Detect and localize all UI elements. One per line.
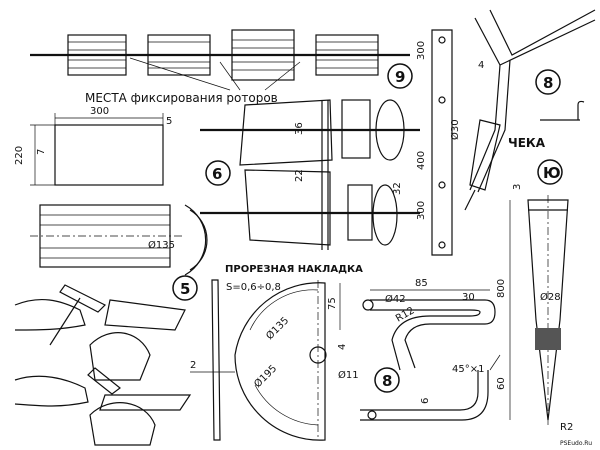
dim-2: 2 <box>190 360 196 371</box>
part-number-8-top-circle <box>535 69 561 95</box>
dim-135-disc: Ø135 <box>264 315 292 343</box>
dim-195: Ø195 <box>252 363 280 391</box>
dim-75: 75 <box>327 297 338 310</box>
dim-6: 6 <box>420 398 431 404</box>
part-number-8-bottom-circle <box>374 367 400 393</box>
thin-plate-side: S=0,6÷0,8 2 <box>190 279 281 441</box>
part-number-10-circle <box>537 159 563 185</box>
dim-11: Ø11 <box>338 369 359 381</box>
shaft-bearing-assembly: 36 22 32 <box>200 99 420 250</box>
rotor-fix-caption: МЕСТА фиксирования роторов <box>85 91 278 105</box>
part-number-9: 9 <box>395 68 405 86</box>
dim-30: 30 <box>462 292 475 303</box>
dim-85: 85 <box>415 278 428 289</box>
dim-800: 800 <box>496 279 507 298</box>
watermark: PSEudo.Ru <box>560 440 592 447</box>
dim-300-vertical: 300 <box>416 41 427 60</box>
blank-sheet-drawing: 300 5 220 7 <box>14 106 172 186</box>
dim-4: 4 <box>478 60 484 71</box>
part-number-8-bottom: 8 <box>382 372 392 390</box>
rotor-half-view: Ø135 <box>30 204 208 276</box>
dim-36: 36 <box>294 122 305 135</box>
part-number-6-circle <box>205 160 231 186</box>
dim-300-top: 300 <box>90 106 109 117</box>
part-number-9-circle <box>387 63 413 89</box>
dim-400: 400 <box>416 151 427 170</box>
dim-300-vertical-2: 300 <box>416 201 427 220</box>
dim-32: 32 <box>392 182 403 195</box>
dim-3: 3 <box>512 184 523 190</box>
cut-plate-caption: ПРОРЕЗНАЯ НАКЛАДКА <box>225 264 363 275</box>
ground-stake-part10: 3 800 Ø28 60 R2 <box>496 184 573 433</box>
hammering-illustration <box>14 284 192 446</box>
part-number-5-circle <box>172 275 198 301</box>
dim-30-circle: Ø30 <box>449 119 461 140</box>
dim-135-left: Ø135 <box>148 239 175 251</box>
dim-220: 220 <box>14 146 25 165</box>
dim-28: Ø28 <box>540 291 561 303</box>
vertical-strip-part9: 300 4 Ø30 400 300 <box>416 29 484 256</box>
stake-hatched-band <box>535 328 561 350</box>
bent-hook-part8: 85 30 Ø42 R12 45°×1 6 <box>360 278 501 421</box>
thickness-note: S=0,6÷0,8 <box>226 282 281 293</box>
pin-caption: ЧЕКА <box>508 136 546 150</box>
part-number-8-top: 8 <box>543 74 553 92</box>
dim-45x1: 45°×1 <box>452 364 484 375</box>
part-number-5: 5 <box>180 280 190 298</box>
frame-joint-part8: ЧЕКА <box>464 9 596 211</box>
dim-22: 22 <box>294 169 305 182</box>
dim-r2: R2 <box>560 422 573 433</box>
part-number-6: 6 <box>212 165 222 183</box>
dim-4b: 4 <box>337 344 348 350</box>
dim-42: Ø42 <box>385 293 406 305</box>
dim-7: 7 <box>36 149 47 155</box>
dim-5-top: 5 <box>166 116 172 127</box>
part-number-10: Ю <box>543 164 561 182</box>
dim-60: 60 <box>496 377 507 390</box>
rotor-assembly-top: МЕСТА фиксирования роторов <box>30 29 410 105</box>
